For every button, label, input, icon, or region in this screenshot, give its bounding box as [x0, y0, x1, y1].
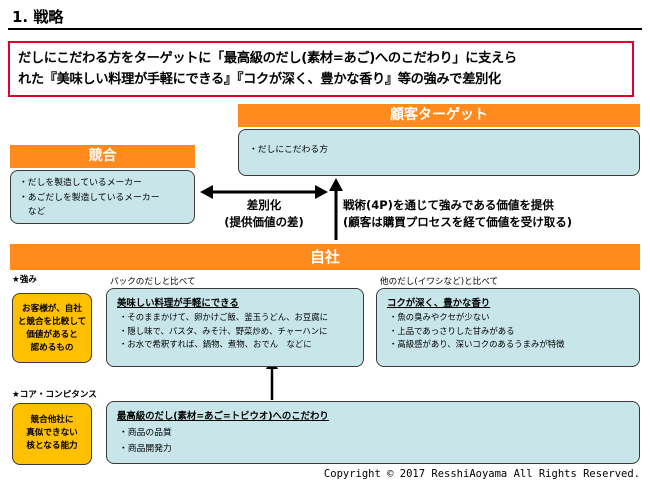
- strengths-right-item: ・上品であっさりした甘みがある: [389, 325, 515, 336]
- summary-line-2: れた『美味しい料理が手軽にできる』『コクが深く、豊かな香り』等の強みで差別化: [18, 72, 501, 87]
- strengths-right-item: ・高級感があり、深いコクのあるうまみが特徴: [389, 339, 565, 349]
- competition-item: など: [19, 207, 46, 217]
- strengths-note: お客様が、自社 と競合を比較して 価値があると 認めるもの: [12, 293, 92, 363]
- strengths-left-item: ・隠し味で、パスタ、みそ汁、野菜炒め、チャーハンに: [119, 325, 328, 336]
- customer-item: ・だしにこだわる方: [249, 145, 328, 155]
- differentiation-line-2: (提供価値の差): [224, 215, 304, 229]
- customer-target-box: ・だしにこだわる方: [238, 129, 640, 176]
- differentiation-arrow: [200, 185, 328, 199]
- competition-item: ・だしを製造しているメーカー: [19, 178, 142, 188]
- strategy-summary: だしにこだわる方をターゲットに「最高級のだし(素材=あご)へのこだわり」に支えら…: [8, 41, 634, 97]
- core-note-line: 核となる能力: [26, 441, 78, 451]
- core-note-line: 競合他社に: [30, 415, 74, 425]
- tactics-line-2: (顧客は購買プロセスを経て価値を受け取る): [343, 215, 573, 229]
- company-header: 自社: [10, 244, 640, 270]
- strengths-right-box: コクが深く、豊かな香り ・魚の臭みやクセが少ない ・上品であっさりした甘みがある…: [376, 288, 640, 367]
- strengths-left-item: ・そのままかけて、卵かけご飯、釜玉うどん、お豆腐に: [119, 312, 328, 322]
- strengths-label: ★強み: [12, 275, 37, 285]
- core-label: ★コア・コンピタンス: [12, 390, 97, 400]
- customer-target-header: 顧客ターゲット: [238, 104, 640, 127]
- competition-item: ・あごだしを製造しているメーカー: [19, 192, 160, 203]
- differentiation-line-1: 差別化: [246, 198, 282, 212]
- competition-box: ・だしを製造しているメーカー ・あごだしを製造しているメーカー など: [10, 170, 195, 224]
- core-heading: 最高級のだし(素材=あご=トビウオ)へのこだわり: [117, 411, 329, 422]
- tactics-line-1: 戦術(4P)を通じて強みである価値を提供: [343, 198, 554, 212]
- competition-header: 競合: [10, 145, 195, 168]
- core-note: 競合他社に 真似できない 核となる能力: [12, 403, 92, 465]
- page-title: 1. 戦略: [12, 8, 64, 26]
- strengths-note-line: 認めるもの: [30, 343, 74, 353]
- copyright: Copyright © 2017 ResshiAoyama All Rights…: [323, 468, 640, 480]
- title-underline: [8, 28, 642, 30]
- strengths-right-heading: コクが深く、豊かな香り: [387, 298, 491, 309]
- strengths-left-caption: パックのだしと比べて: [110, 277, 196, 287]
- strengths-left-box: 美味しい料理が手軽にできる ・そのままかけて、卵かけご飯、釜玉うどん、お豆腐に …: [106, 288, 364, 367]
- strengths-note-line: 価値があると: [26, 330, 78, 340]
- differentiation-label: 差別化 (提供価値の差): [208, 197, 320, 231]
- core-note-line: 真似できない: [26, 428, 78, 438]
- core-item: ・商品の品質: [119, 428, 172, 438]
- tactics-label: 戦術(4P)を通じて強みである価値を提供 (顧客は購買プロセスを経て価値を受け取…: [343, 197, 643, 231]
- strengths-left-heading: 美味しい料理が手軽にできる: [117, 298, 239, 309]
- strengths-note-line: お客様が、自社: [22, 304, 82, 314]
- strengths-right-item: ・魚の臭みやクセが少ない: [389, 312, 490, 322]
- strengths-right-caption: 他のだし(イワシなど)と比べて: [380, 277, 499, 287]
- strengths-left-item: ・お水で希釈すれば、鍋物、煮物、おでん などに: [119, 339, 312, 349]
- summary-line-1: だしにこだわる方をターゲットに「最高級のだし(素材=あご)へのこだわり」に支えら: [18, 51, 517, 66]
- value-delivery-arrow: [329, 178, 343, 240]
- core-item: ・商品開発力: [119, 444, 172, 454]
- core-box: 最高級のだし(素材=あご=トビウオ)へのこだわり ・商品の品質 ・商品開発力: [106, 401, 640, 464]
- strengths-note-line: と競合を比較して: [17, 317, 87, 327]
